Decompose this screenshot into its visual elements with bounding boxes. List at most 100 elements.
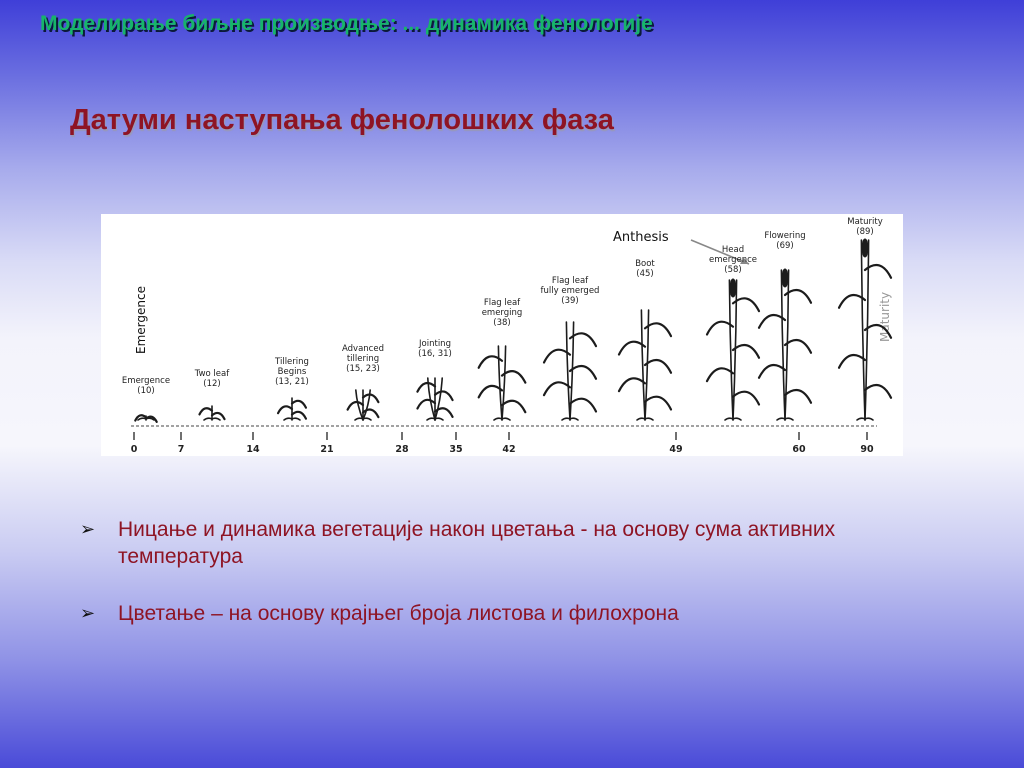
- stage-label-line: (15, 23): [346, 364, 380, 374]
- plant-leaf: [731, 390, 761, 406]
- plant-leaf: [144, 415, 158, 423]
- maturity-side-label: Maturity: [878, 292, 892, 342]
- bullet-text: Цветање – на основу крајњег броја листов…: [118, 602, 679, 625]
- plant-leaf: [863, 263, 893, 279]
- stage-label-line: (10): [137, 386, 154, 396]
- axis-tick-label: 60: [792, 444, 806, 455]
- stage-label-line: Flowering: [764, 231, 805, 241]
- stage-label-line: Begins: [278, 367, 307, 377]
- plant-leaf: [542, 348, 572, 364]
- plant-illustration: [276, 397, 308, 421]
- plant-leaf: [617, 340, 647, 356]
- plant-head: [729, 278, 737, 298]
- plant-stem: [860, 239, 866, 421]
- plant-illustration: [477, 345, 527, 421]
- axis-tick-label: 49: [669, 444, 682, 455]
- plant-leaf: [568, 397, 598, 413]
- plant-leaf: [500, 370, 527, 384]
- plant-leaf: [416, 398, 437, 410]
- plant-stem: [644, 309, 650, 421]
- plant-stem: [427, 377, 436, 421]
- plant-leaf: [837, 353, 867, 369]
- plant-illustration: [757, 268, 813, 421]
- stage-label-line: (45): [636, 269, 653, 279]
- arrow-bullet-icon: ➢: [80, 603, 96, 623]
- plant-stem: [501, 345, 507, 421]
- plant-leaf: [731, 297, 761, 313]
- plant-leaf: [346, 400, 365, 411]
- plant-leaf: [757, 313, 787, 329]
- plant-illustration: [198, 405, 226, 421]
- stage-label-line: (38): [493, 318, 510, 328]
- stage-label-line: fully emerged: [541, 286, 600, 296]
- plant-leaf: [863, 323, 893, 339]
- plant-leaf: [617, 377, 647, 393]
- plant-illustration: [705, 278, 761, 421]
- plant-leaf: [500, 399, 527, 414]
- plant-leaf: [783, 288, 813, 304]
- plant-leaf: [705, 320, 735, 336]
- plant-leaf: [433, 390, 454, 402]
- plant-stem: [864, 239, 870, 421]
- slide-title: Датуми наступања фенолошких фаза: [70, 104, 614, 136]
- plant-head: [861, 238, 869, 258]
- plant-illustration: [542, 321, 598, 421]
- plant-stem: [728, 279, 734, 421]
- arrow-bullet-icon: ➢: [80, 519, 96, 539]
- stage-label-line: Flag leaf: [484, 298, 521, 308]
- plant-leaf: [705, 367, 735, 383]
- plant-stem: [569, 321, 575, 421]
- axis-tick-label: 28: [395, 444, 409, 455]
- plant-leaf: [643, 358, 673, 374]
- plant-stem: [732, 279, 738, 421]
- stage-label-line: (39): [561, 296, 578, 306]
- plant-illustration: [617, 309, 673, 421]
- stage-label-line: emergence: [709, 255, 757, 265]
- plant-head: [781, 268, 789, 288]
- plant-stem: [434, 377, 443, 421]
- anthesis-label: Anthesis: [613, 230, 669, 245]
- stage-label-line: (69): [776, 241, 793, 251]
- plant-stem: [784, 269, 790, 421]
- plant-leaf: [783, 388, 813, 404]
- stage-label-line: Maturity: [847, 217, 882, 227]
- plant-leaf: [433, 407, 454, 418]
- emergence-side-label: Emergence: [134, 286, 148, 354]
- stage-label-line: (12): [203, 379, 220, 389]
- stage-labels: Emergence(10)Two leaf(12)TilleringBegins…: [122, 217, 883, 396]
- plant-leaf: [276, 405, 294, 415]
- plant-stem: [355, 389, 364, 421]
- axis-tick-label: 21: [320, 444, 333, 455]
- plant-illustration: [346, 389, 380, 421]
- plant-stem: [362, 389, 371, 421]
- stage-label-line: Emergence: [122, 376, 170, 386]
- plant-leaf: [290, 410, 308, 420]
- stage-label-line: Head: [722, 245, 744, 255]
- plant-illustration: [416, 377, 454, 421]
- stage-label-line: (16, 31): [418, 349, 452, 359]
- plant-illustration: [837, 238, 893, 421]
- plant-leaf: [198, 407, 214, 416]
- header-title: Моделирање биљне производње: ... динамик…: [40, 12, 653, 35]
- plant-leaf: [290, 399, 308, 409]
- stage-label-line: Flag leaf: [552, 276, 589, 286]
- bullet-text: Ницање и динамика вегетације након цвета…: [118, 518, 836, 568]
- plant-stem: [565, 321, 571, 421]
- plant-leaf: [731, 343, 761, 359]
- plant-leaf: [477, 384, 504, 399]
- axis-tick-label: 42: [502, 444, 515, 455]
- stage-label-line: (89): [856, 227, 873, 237]
- plant-leaf: [477, 355, 504, 369]
- plant-leaf: [210, 411, 226, 421]
- stage-label-line: Jointing: [418, 339, 451, 349]
- plant-leaf: [643, 322, 673, 338]
- plants: [134, 238, 893, 423]
- axis-tick-label: 14: [246, 444, 260, 455]
- plant-leaf: [542, 381, 572, 397]
- axis-tick-label: 90: [860, 444, 874, 455]
- stage-label-line: Boot: [635, 259, 655, 269]
- bullet-item: ➢ Ницање и динамика вегетације након цве…: [80, 516, 920, 570]
